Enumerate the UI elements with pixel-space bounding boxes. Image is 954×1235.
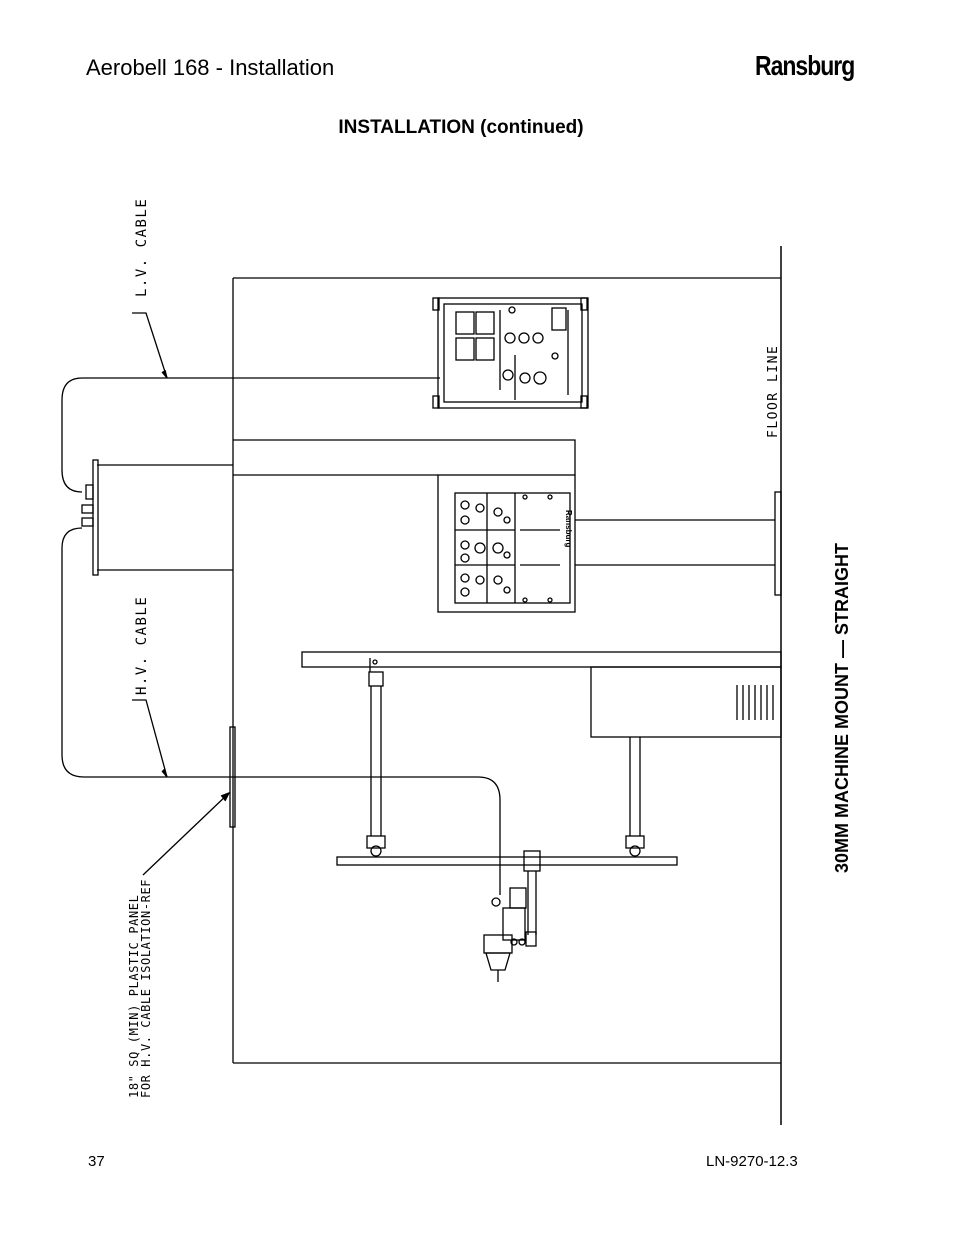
page-number: 37 [88,1153,105,1170]
document-title: Aerobell 168 - Installation [86,55,335,80]
module-brand-label: Ransburg [564,510,573,547]
lv-cable [61,377,440,493]
lv-cable-label: L.V. CABLE [134,198,150,297]
floor-line-label: FLOOR LINE [766,345,781,438]
leader-lines [132,312,231,876]
document-number: LN-9270-12.3 [706,1153,798,1170]
plastic-panel [229,726,236,828]
overhead-rail [301,651,782,738]
power-supply-enclosure [233,439,782,613]
controller-unit [432,297,589,409]
section-heading: INSTALLATION (continued) [338,117,584,138]
booth-outline [232,277,781,1064]
atomizer-bell [483,887,537,982]
wall-bracket [81,459,233,576]
plastic-panel-label: 18" SQ (MIN) PLASTIC PANEL [127,895,141,1098]
hv-cable [61,527,501,895]
figure-caption: 30MM MACHINE MOUNT — STRAIGHT [832,543,852,873]
plastic-panel-label-2: FOR H.V. CABLE ISOLATION-REF [139,879,153,1098]
hv-cable-label: H.V. CABLE [134,596,150,695]
brand-logo: Ransburg [755,50,855,81]
support-columns [336,671,678,935]
